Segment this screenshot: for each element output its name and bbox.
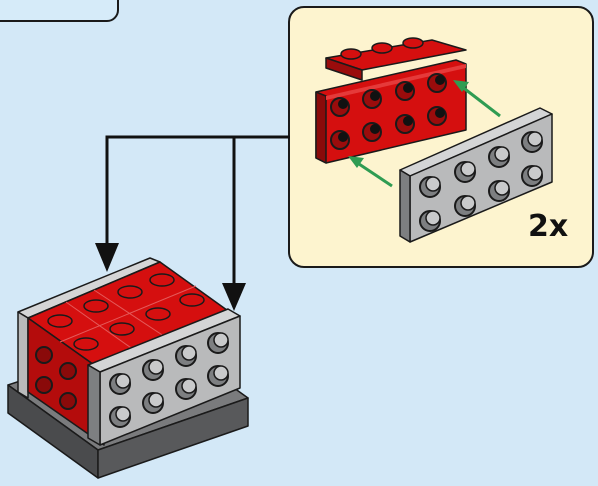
left-gray-wall bbox=[17, 257, 161, 399]
gray-plate-stud-tops-callout bbox=[425, 131, 543, 226]
bracket-face-stud-tops bbox=[338, 75, 445, 142]
red-top-studs bbox=[47, 273, 205, 351]
gray-2x4-plate bbox=[87, 308, 241, 446]
gray-plate-callout bbox=[399, 107, 553, 243]
previous-step-callout bbox=[0, 0, 119, 22]
assembly-arrows bbox=[348, 80, 501, 188]
gray-plate-stud-tops-main bbox=[115, 332, 229, 422]
arrow-down-icon bbox=[222, 283, 246, 311]
connector-lines bbox=[105, 135, 290, 285]
quantity-label: 2x bbox=[528, 209, 569, 244]
arrow-down-icon bbox=[95, 243, 119, 272]
red-left-face-studs bbox=[35, 346, 77, 410]
bracket-top-studs bbox=[340, 37, 424, 60]
